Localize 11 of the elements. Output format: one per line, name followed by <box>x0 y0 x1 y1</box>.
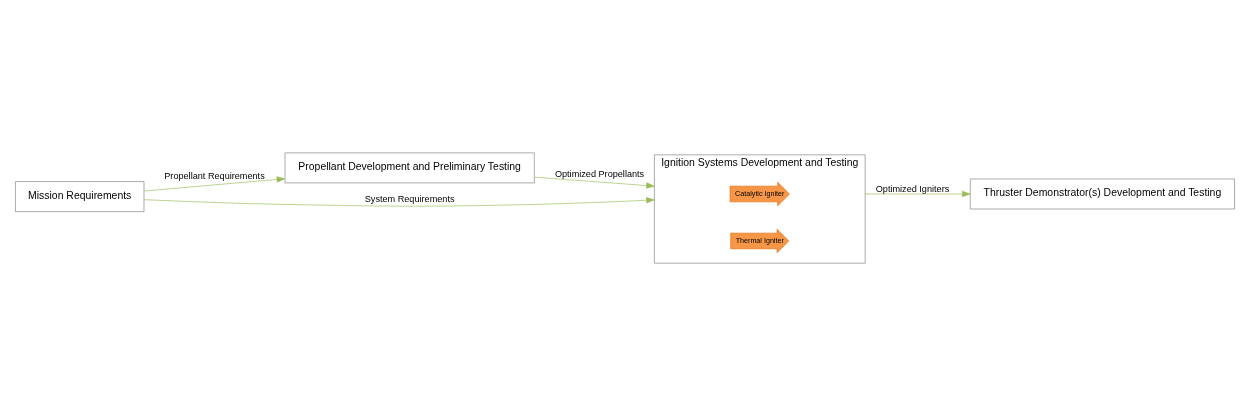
arrow <box>143 175 286 191</box>
edge-label: Optimized Propellants <box>554 168 645 179</box>
arrow <box>864 190 971 197</box>
arrow <box>143 196 655 206</box>
edge-label: Optimized Igniters <box>875 183 950 194</box>
arrow <box>534 176 655 189</box>
node-box: Propellant Development and Preliminary Testing <box>284 152 535 183</box>
edge-label: System Requirements <box>364 193 455 204</box>
node-box: Mission Requirements <box>15 180 145 212</box>
node-box: Thruster Demonstrator(s) Development and Testing <box>969 178 1235 209</box>
edge-label: Propellant Requirements <box>164 170 265 181</box>
